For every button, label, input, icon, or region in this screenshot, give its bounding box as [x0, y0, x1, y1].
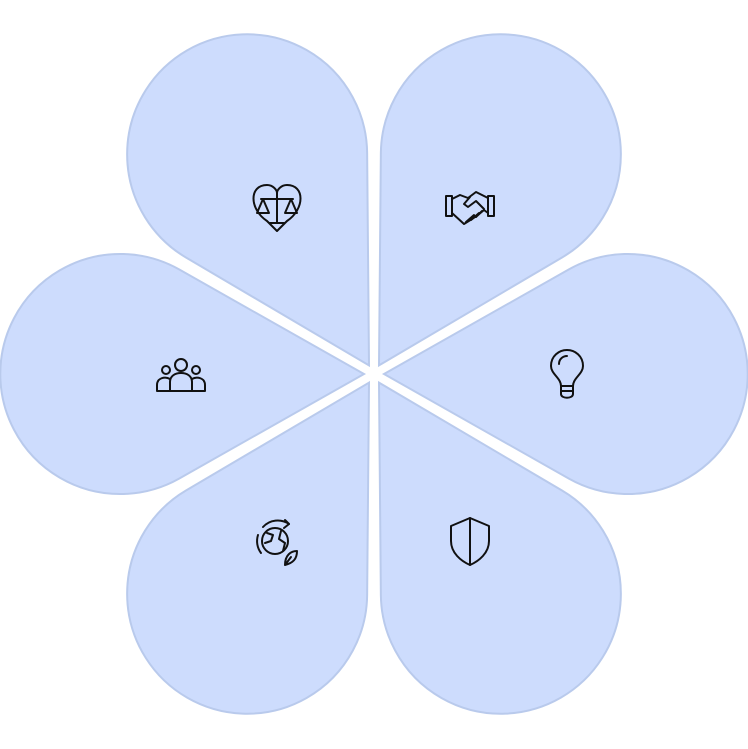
people-icon [156, 358, 206, 392]
globe-leaf-icon [256, 519, 298, 566]
heart-scale-icon [252, 184, 302, 232]
handshake-icon [445, 191, 495, 225]
shield-icon [450, 517, 490, 566]
lightbulb-icon [550, 349, 584, 399]
